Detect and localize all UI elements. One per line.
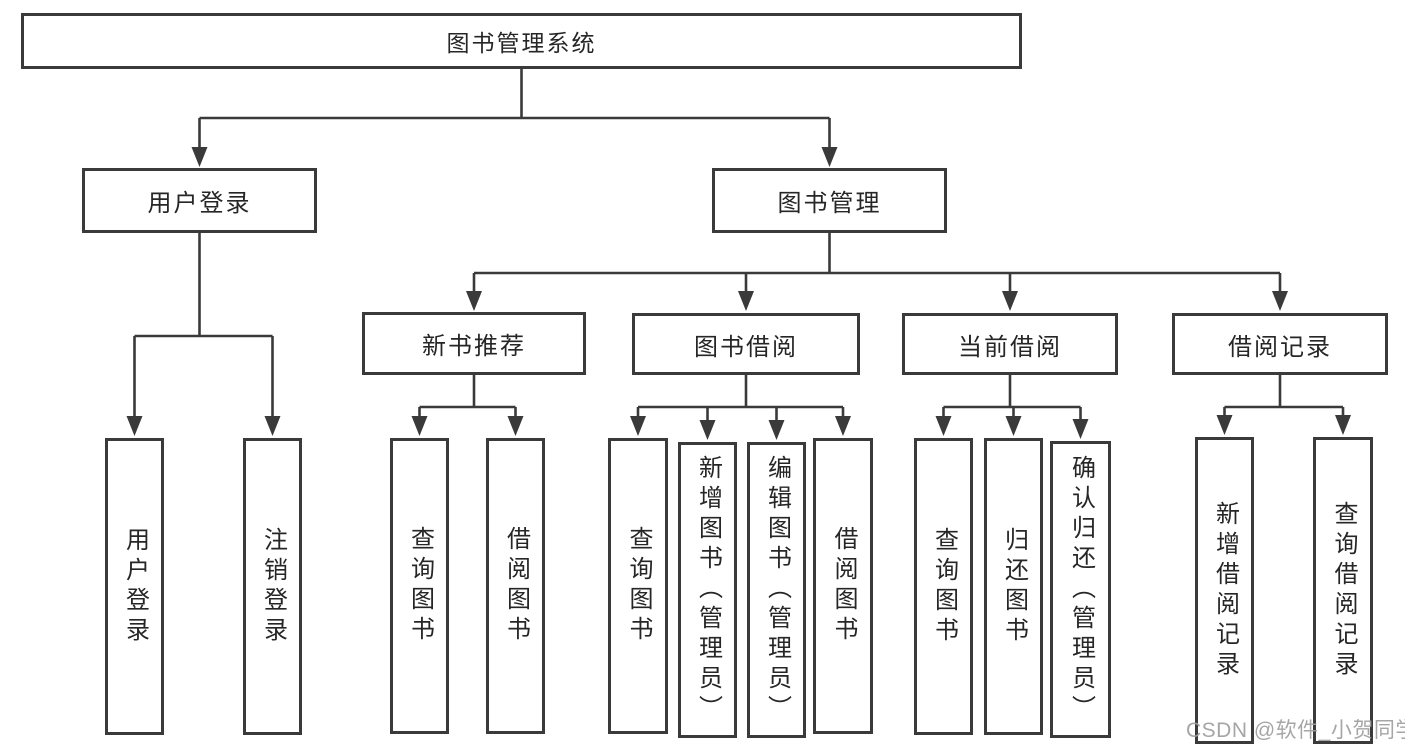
leaf-borrow-books-recommend: 借阅图书 bbox=[486, 438, 545, 734]
leaf-query-borrow-record: 查询借阅记录 bbox=[1313, 437, 1373, 744]
leaf-label: 用户登录 bbox=[121, 526, 149, 647]
leaf-label: 新增借阅记录 bbox=[1211, 500, 1239, 681]
leaf-label: 查询图书 bbox=[930, 526, 958, 647]
leaf-user-login: 用户登录 bbox=[105, 438, 164, 735]
node-new-book-recommendation: 新书推荐 bbox=[362, 312, 586, 375]
leaf-query-books-current: 查询图书 bbox=[914, 438, 973, 735]
node-current-borrowing: 当前借阅 bbox=[902, 313, 1118, 375]
node-label: 用户登录 bbox=[147, 190, 252, 217]
leaf-add-borrow-record: 新增借阅记录 bbox=[1195, 437, 1254, 744]
leaf-label: 查询图书 bbox=[406, 526, 434, 646]
leaf-label: 借阅图书 bbox=[502, 526, 530, 646]
leaf-label: 注销登录 bbox=[259, 526, 287, 647]
node-user-login: 用户登录 bbox=[82, 168, 317, 233]
node-borrowing-records: 借阅记录 bbox=[1172, 313, 1388, 375]
leaf-query-books-borrow: 查询图书 bbox=[608, 438, 668, 734]
leaf-label: 编辑图书（管理员） bbox=[763, 455, 791, 725]
leaf-return-book: 归还图书 bbox=[984, 438, 1043, 735]
leaf-edit-book-admin: 编辑图书（管理员） bbox=[747, 442, 806, 738]
node-library-management-system: 图书管理系统 bbox=[21, 13, 1022, 69]
csdn-watermark: CSDN @软件_小贺同学 bbox=[1186, 719, 1405, 742]
leaf-label: 新增图书（管理员） bbox=[694, 455, 722, 725]
leaf-label: 归还图书 bbox=[1000, 526, 1028, 647]
leaf-label: 查询借阅记录 bbox=[1330, 500, 1357, 681]
node-label: 借阅记录 bbox=[1228, 333, 1332, 361]
leaf-label: 查询图书 bbox=[625, 526, 652, 646]
leaf-label: 借阅图书 bbox=[830, 526, 857, 646]
node-book-management: 图书管理 bbox=[712, 168, 947, 233]
leaf-borrow-books: 借阅图书 bbox=[813, 438, 873, 734]
node-label: 图书借阅 bbox=[694, 333, 798, 361]
node-label: 图书管理系统 bbox=[446, 30, 597, 56]
leaf-label: 确认归还（管理员） bbox=[1067, 454, 1095, 725]
node-label: 图书管理 bbox=[777, 190, 882, 217]
node-label: 当前借阅 bbox=[958, 333, 1062, 361]
leaf-query-books-recommend: 查询图书 bbox=[390, 438, 449, 734]
leaf-confirm-return-admin: 确认归还（管理员） bbox=[1050, 441, 1111, 738]
node-book-borrowing: 图书借阅 bbox=[632, 313, 860, 375]
node-label: 新书推荐 bbox=[422, 333, 526, 360]
connector-branches bbox=[133, 68, 1345, 425]
leaf-logout: 注销登录 bbox=[243, 438, 302, 735]
leaf-add-book-admin: 新增图书（管理员） bbox=[678, 442, 737, 738]
